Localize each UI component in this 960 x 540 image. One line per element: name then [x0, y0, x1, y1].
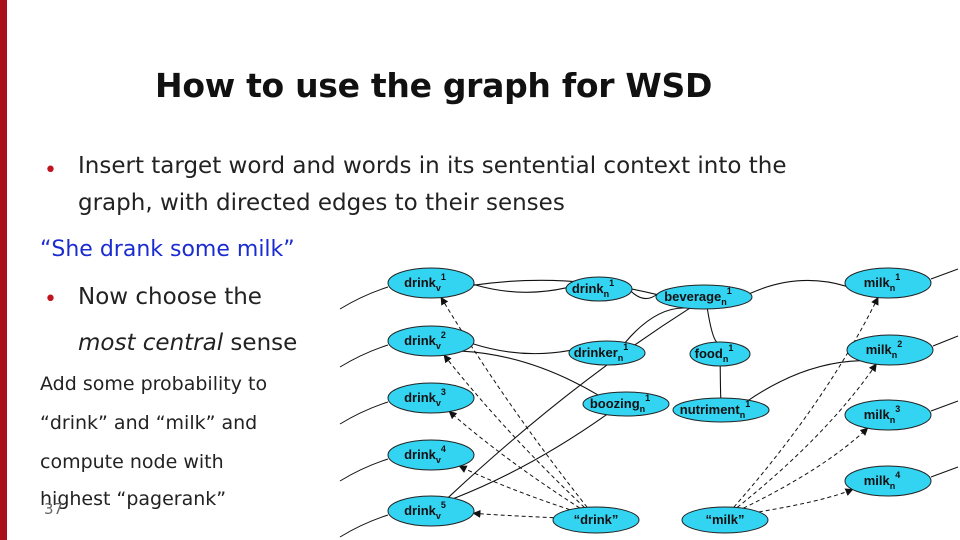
node-shape-drink_v1 — [387, 267, 475, 299]
node-label-w_drink: “drink” — [574, 512, 619, 527]
accent-bar — [0, 0, 7, 540]
edge-drink_v1-beverage_n1 — [473, 279, 658, 296]
edge-food_n1-nutriment_n1 — [719, 365, 722, 399]
node-drink_v4: drinkv4 — [387, 439, 475, 471]
node-shape-beverage_n1 — [655, 284, 753, 310]
arrow-w_drink-drink_v2 — [443, 354, 585, 508]
node-label-w_milk: “milk” — [705, 512, 744, 527]
node-shape-drink_n1 — [565, 276, 633, 302]
node-label-drinker_n1: drinkern1 — [574, 342, 629, 363]
node-label-milk_n1: milkn1 — [864, 272, 901, 293]
edge-beverage_n1-milk_n1 — [749, 279, 847, 295]
node-milk_n2: milkn2 — [846, 334, 934, 366]
bullet-2-glyph: • — [44, 287, 57, 312]
stub-right-milk_n3 — [930, 400, 959, 412]
node-shape-drink_v5 — [387, 495, 475, 527]
node-label-beverage_n1: beveragen1 — [664, 286, 732, 307]
note-line-2: “drink” and “milk” and — [40, 412, 258, 434]
arrow-w_milk-milk_n2 — [736, 363, 877, 508]
arrow-w_milk-milk_n1 — [733, 296, 879, 508]
arrow-w_drink-drink_v1 — [440, 296, 588, 508]
node-shape-w_milk — [681, 506, 769, 534]
note-line-1: Add some probability to — [40, 373, 268, 395]
node-drink_n1: drinkn1 — [565, 276, 633, 302]
node-shape-milk_n3 — [844, 399, 932, 431]
bullet-2-line-1: Now choose the — [78, 284, 262, 310]
edge-beverage_n1-food_n1 — [706, 308, 718, 343]
bullet-1-line-2: graph, with directed edges to their sens… — [78, 190, 565, 216]
example-sentence: “She drank some milk” — [40, 237, 295, 262]
arrow-w_drink-drink_v4 — [458, 465, 570, 511]
edge-drink_v1-drink_n1 — [473, 284, 567, 293]
node-label-milk_n4: milkn4 — [864, 470, 901, 491]
node-label-milk_n2: milkn2 — [866, 339, 903, 360]
emphasis-most-central: most central — [78, 330, 224, 356]
node-drink_v1: drinkv1 — [387, 267, 475, 299]
edge-beverage_n1-drinker_n1 — [624, 307, 685, 343]
node-label-drink_v1: drinkv1 — [404, 272, 446, 293]
bullet-2-line-2: most central sense — [78, 330, 297, 356]
node-shape-food_n1 — [689, 341, 751, 367]
page-number: 37 — [44, 500, 64, 518]
edge-drink_v5-beverage_n1 — [448, 307, 690, 498]
node-label-nutriment_n1: nutrimentn1 — [680, 399, 750, 420]
node-shape-drink_v2 — [387, 325, 475, 357]
node-boozing_n1: boozingn1 — [582, 391, 670, 417]
arrow-w_milk-milk_n3 — [743, 427, 869, 509]
node-shape-milk_n4 — [844, 465, 932, 497]
edge-drink_v2-boozing_n1 — [462, 350, 599, 396]
node-label-boozing_n1: boozingn1 — [590, 393, 650, 414]
node-label-milk_n3: milkn3 — [864, 404, 901, 425]
node-drink_v2: drinkv2 — [387, 325, 475, 357]
stub-right-milk_n1 — [930, 268, 959, 280]
node-milk_n4: milkn4 — [844, 465, 932, 497]
node-label-drink_v3: drinkv3 — [404, 387, 446, 408]
node-label-drink_n1: drinkn1 — [572, 278, 614, 299]
node-shape-milk_n2 — [846, 334, 934, 366]
stub-left-drink_v2 — [339, 344, 389, 368]
stub-left-drink_v4 — [339, 458, 389, 482]
stub-left-drink_v3 — [339, 401, 389, 425]
node-shape-drinker_n1 — [568, 340, 646, 366]
node-label-drink_v4: drinkv4 — [404, 444, 446, 465]
bullet-2-line-2-rest: sense — [223, 330, 298, 356]
note-line-3: compute node with — [40, 451, 224, 473]
node-shape-w_drink — [552, 506, 640, 534]
edge-drink_v5-boozing_n1 — [453, 414, 607, 499]
node-shape-drink_v3 — [387, 382, 475, 414]
note-line-4: highest “pagerank” — [40, 488, 227, 510]
node-w_drink: “drink” — [552, 506, 640, 534]
stub-left-drink_v5 — [339, 514, 389, 538]
node-food_n1: foodn1 — [689, 341, 751, 367]
edge-drink_n1-beverage_n1 — [630, 291, 659, 300]
node-drinker_n1: drinkern1 — [568, 340, 646, 366]
node-label-food_n1: foodn1 — [695, 343, 734, 364]
stub-right-milk_n4 — [930, 466, 959, 478]
stub-left-drink_v1 — [339, 286, 389, 310]
bullet-1-glyph: • — [44, 158, 57, 183]
bullet-1-line-1: Insert target word and words in its sent… — [78, 153, 787, 179]
edge-nutriment_n1-milk_n2 — [748, 360, 860, 401]
edge-drink_v2-drinker_n1 — [473, 343, 570, 355]
node-drink_v3: drinkv3 — [387, 382, 475, 414]
node-shape-boozing_n1 — [582, 391, 670, 417]
node-label-drink_v2: drinkv2 — [404, 330, 446, 351]
node-drink_v5: drinkv5 — [387, 495, 475, 527]
slide-title: How to use the graph for WSD — [155, 66, 713, 105]
arrow-w_drink-drink_v5 — [472, 509, 554, 519]
node-nutriment_n1: nutrimentn1 — [672, 397, 770, 423]
node-beverage_n1: beveragen1 — [655, 284, 753, 310]
node-shape-nutriment_n1 — [672, 397, 770, 423]
node-shape-milk_n1 — [844, 267, 932, 299]
node-label-drink_v5: drinkv5 — [404, 500, 446, 521]
node-milk_n3: milkn3 — [844, 399, 932, 431]
node-w_milk: “milk” — [681, 506, 769, 534]
stub-right-milk_n2 — [932, 335, 959, 347]
arrow-w_milk-milk_n4 — [758, 488, 854, 513]
arrow-w_drink-drink_v3 — [448, 410, 580, 509]
node-shape-drink_v4 — [387, 439, 475, 471]
node-milk_n1: milkn1 — [844, 267, 932, 299]
